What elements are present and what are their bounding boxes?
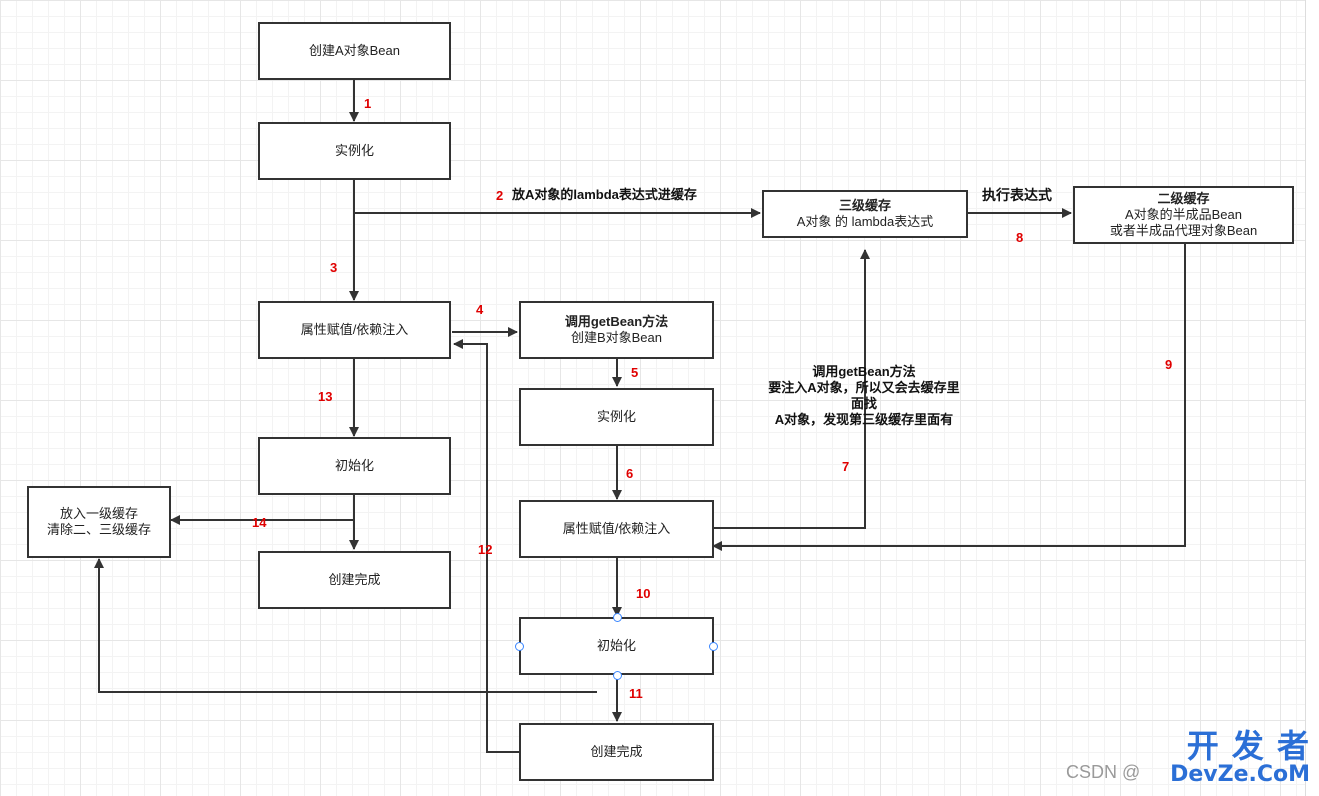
b-instantiate-label: 实例化 xyxy=(596,409,636,424)
editor-right-edge xyxy=(1305,0,1319,796)
create-a-bean-box[interactable]: 创建A对象Bean xyxy=(258,22,451,80)
b-done-box[interactable]: 创建完成 xyxy=(519,723,714,781)
step-number: 7 xyxy=(842,459,850,474)
arrow-9 xyxy=(712,244,1186,551)
execute-lambda-annotation: 执行表达式 xyxy=(982,187,1052,203)
step7-annotation: 调用getBean方法 要注入A对象，所以又会去缓存里面找 A对象，发现第三级缓… xyxy=(762,364,966,428)
cache2-title: 二级缓存 xyxy=(1157,191,1210,206)
step-number: 12 xyxy=(478,542,493,557)
resize-handle-top[interactable] xyxy=(613,613,622,622)
arrow-7 xyxy=(713,249,870,529)
b-instantiate-box[interactable]: 实例化 xyxy=(519,388,714,446)
b-done-label: 创建完成 xyxy=(590,744,643,759)
step-number: 1 xyxy=(364,96,372,111)
step7-line1: 调用getBean方法 xyxy=(812,364,916,379)
step-number: 13 xyxy=(318,389,333,404)
step-number: 6 xyxy=(626,466,634,481)
step2-annotation: 放A对象的lambda表达式进缓存 xyxy=(512,187,697,202)
cache2-line1: A对象的半成品Bean xyxy=(1124,207,1243,222)
third-level-cache-box[interactable]: 三级缓存 A对象 的 lambda表达式 xyxy=(762,190,968,238)
resize-handle-bottom[interactable] xyxy=(613,671,622,680)
a-instantiate-box[interactable]: 实例化 xyxy=(258,122,451,180)
a-init-box[interactable]: 初始化 xyxy=(258,437,451,495)
b-populate-box[interactable]: 属性赋值/依赖注入 xyxy=(519,500,714,558)
getbean-b-box[interactable]: 调用getBean方法 创建B对象Bean xyxy=(519,301,714,359)
step-number: 4 xyxy=(476,302,484,317)
devze-logo-line1: 开 发 者 xyxy=(1186,727,1310,765)
a-done-label: 创建完成 xyxy=(328,572,381,587)
resize-handle-right[interactable] xyxy=(709,642,718,651)
a-done-box[interactable]: 创建完成 xyxy=(258,551,451,609)
step-number: 5 xyxy=(631,365,639,380)
level1-line1: 放入一级缓存 xyxy=(59,506,138,521)
step7-line2: 要注入A对象，所以又会去缓存里面找 xyxy=(768,380,960,411)
level1-cache-box[interactable]: 放入一级缓存 清除二、三级缓存 xyxy=(27,486,171,558)
step-number: 10 xyxy=(636,586,651,601)
step-number: 14 xyxy=(252,515,267,530)
b-init-box[interactable]: 初始化 xyxy=(519,617,714,675)
a-populate-box[interactable]: 属性赋值/依赖注入 xyxy=(258,301,451,359)
getbean-b-line1: 调用getBean方法 xyxy=(564,314,669,329)
getbean-b-line2: 创建B对象Bean xyxy=(570,330,663,345)
create-a-bean-label: 创建A对象Bean xyxy=(308,43,401,58)
resize-handle-left[interactable] xyxy=(515,642,524,651)
cache3-title: 三级缓存 xyxy=(838,198,891,213)
step-number: 8 xyxy=(1016,230,1024,245)
step-number: 11 xyxy=(629,686,643,701)
step-number: 2 xyxy=(496,188,504,203)
a-populate-label: 属性赋值/依赖注入 xyxy=(300,322,409,337)
second-level-cache-box[interactable]: 二级缓存 A对象的半成品Bean 或者半成品代理对象Bean xyxy=(1073,186,1294,244)
b-populate-label: 属性赋值/依赖注入 xyxy=(562,521,671,536)
a-init-label: 初始化 xyxy=(334,458,374,473)
cache3-desc: A对象 的 lambda表达式 xyxy=(796,214,934,229)
a-instantiate-label: 实例化 xyxy=(334,143,374,158)
b-init-label: 初始化 xyxy=(596,638,636,653)
arrow-12 xyxy=(453,339,519,753)
step-number: 9 xyxy=(1165,357,1173,372)
devze-logo-line2: DevZe.CoM xyxy=(1170,762,1310,787)
csdn-watermark: CSDN @ xyxy=(1066,762,1141,782)
cache2-line2: 或者半成品代理对象Bean xyxy=(1109,223,1258,238)
arrow-to-level1 xyxy=(94,558,597,693)
step-number: 3 xyxy=(330,260,338,275)
step7-line3: A对象，发现第三级缓存里面有 xyxy=(774,412,954,427)
level1-line2: 清除二、三级缓存 xyxy=(46,522,151,537)
